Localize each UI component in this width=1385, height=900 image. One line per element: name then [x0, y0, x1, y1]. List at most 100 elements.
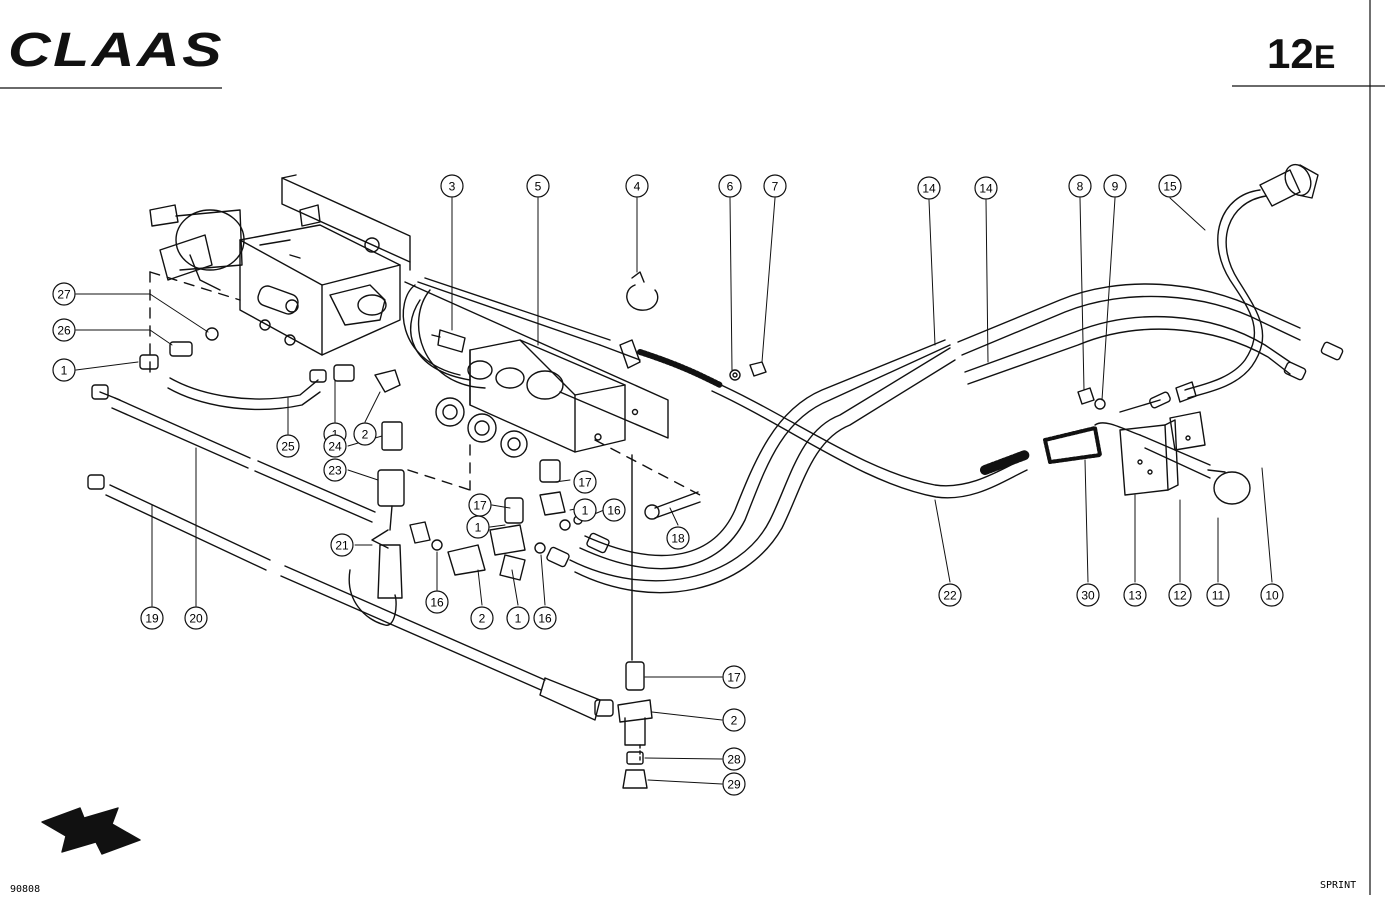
callout-6: 6 [718, 174, 742, 198]
callout-17a: 17 [468, 493, 492, 517]
callout-circle [330, 533, 354, 557]
callout-22: 22 [938, 583, 962, 607]
clip-4 [626, 271, 659, 311]
callout-number: 17 [578, 476, 592, 490]
callout-number: 6 [727, 180, 734, 194]
callout-17c: 17 [722, 665, 746, 689]
callout-number: 27 [57, 288, 71, 302]
callout-7: 7 [763, 174, 787, 198]
callout-number: 14 [979, 182, 993, 196]
callout-circle [722, 708, 746, 732]
callout-number: 2 [479, 612, 486, 626]
callout-20: 20 [184, 606, 208, 630]
callout-number: 5 [535, 180, 542, 194]
callout-24: 24 [323, 434, 347, 458]
callout-circle [276, 434, 300, 458]
callout-number: 30 [1081, 589, 1095, 603]
model-name: SPRINT [1320, 880, 1356, 891]
callout-4: 4 [625, 174, 649, 198]
callout-circle [763, 174, 787, 198]
fittings-23-24 [348, 421, 405, 626]
callout-11: 11 [1206, 583, 1230, 607]
callout-13: 13 [1123, 583, 1147, 607]
callout-circle [1260, 583, 1284, 607]
callout-number: 17 [473, 499, 487, 513]
callout-28: 28 [722, 747, 746, 771]
callout-15: 15 [1158, 174, 1182, 198]
callout-circle [1123, 583, 1147, 607]
bolt-18 [644, 491, 701, 520]
callout-circle [440, 174, 464, 198]
fitting-3 [431, 329, 466, 353]
callout-number: 23 [328, 464, 342, 478]
callout-circle [52, 282, 76, 306]
callout-number: 1 [475, 521, 482, 535]
callout-3a: 3 [440, 174, 464, 198]
callout-circle [938, 583, 962, 607]
mounting-plate [281, 174, 669, 439]
callout-number: 16 [607, 504, 621, 518]
callout-circle [323, 458, 347, 482]
bracket-13 [1043, 391, 1251, 505]
callout-circle [140, 606, 164, 630]
fittings-1-26-27 [139, 327, 401, 393]
callout-circle [533, 606, 557, 630]
callout-number: 24 [328, 440, 342, 454]
electric-cable-15 [1175, 163, 1319, 403]
callout-number: 28 [727, 753, 741, 767]
callout-circle [625, 174, 649, 198]
drawing-number: 90808 [10, 884, 40, 895]
callout-19: 19 [140, 606, 164, 630]
callout-12: 12 [1168, 583, 1192, 607]
callout-30: 30 [1076, 583, 1100, 607]
callout-number: 17 [727, 671, 741, 685]
callout-circle [323, 434, 347, 458]
direction-arrow [41, 807, 141, 855]
callout-14a: 14 [917, 176, 941, 200]
callout-number: 9 [1112, 180, 1119, 194]
callout-circle [974, 176, 998, 200]
callout-number: 8 [1077, 180, 1084, 194]
callout-29: 29 [722, 772, 746, 796]
callout-circle [1076, 583, 1100, 607]
callout-2a: 2 [353, 422, 377, 446]
callout-number: 29 [727, 778, 741, 792]
callout-circle [1206, 583, 1230, 607]
callout-circle [184, 606, 208, 630]
callout-circle [506, 606, 530, 630]
callout-1a: 1 [52, 358, 76, 382]
callout-layer: 3546714148915272612512242317171116182116… [52, 174, 1284, 796]
hose-25 [167, 369, 327, 411]
callout-circle [722, 665, 746, 689]
callout-21: 21 [330, 533, 354, 557]
callout-number: 1 [61, 364, 68, 378]
valve-cable-loops [402, 277, 641, 389]
callout-circle [353, 422, 377, 446]
callout-circle [917, 176, 941, 200]
callout-circle [52, 318, 76, 342]
drawing [41, 163, 1344, 855]
control-valve-block [435, 339, 639, 458]
callout-16b: 16 [425, 590, 449, 614]
callout-number: 18 [671, 532, 685, 546]
callout-number: 12 [1173, 589, 1187, 603]
center-fittings [409, 459, 583, 581]
dashed-guide-lines [149, 271, 701, 496]
callout-number: 26 [57, 324, 71, 338]
callout-10: 10 [1260, 583, 1284, 607]
callout-number: 11 [1212, 589, 1225, 603]
callout-circle [666, 526, 690, 550]
callout-number: 3 [449, 180, 456, 194]
callout-number: 21 [335, 539, 349, 553]
bowden-cable-22 [619, 339, 1030, 499]
brand-logo: CLAAS [8, 24, 224, 77]
sheet-number-main: 12 [1267, 30, 1314, 77]
callout-number: 22 [943, 589, 957, 603]
callout-number: 20 [189, 612, 203, 626]
callout-2b: 2 [470, 606, 494, 630]
callout-number: 10 [1265, 589, 1279, 603]
callout-number: 16 [430, 596, 444, 610]
callout-circle [573, 470, 597, 494]
callout-circle [573, 498, 597, 522]
